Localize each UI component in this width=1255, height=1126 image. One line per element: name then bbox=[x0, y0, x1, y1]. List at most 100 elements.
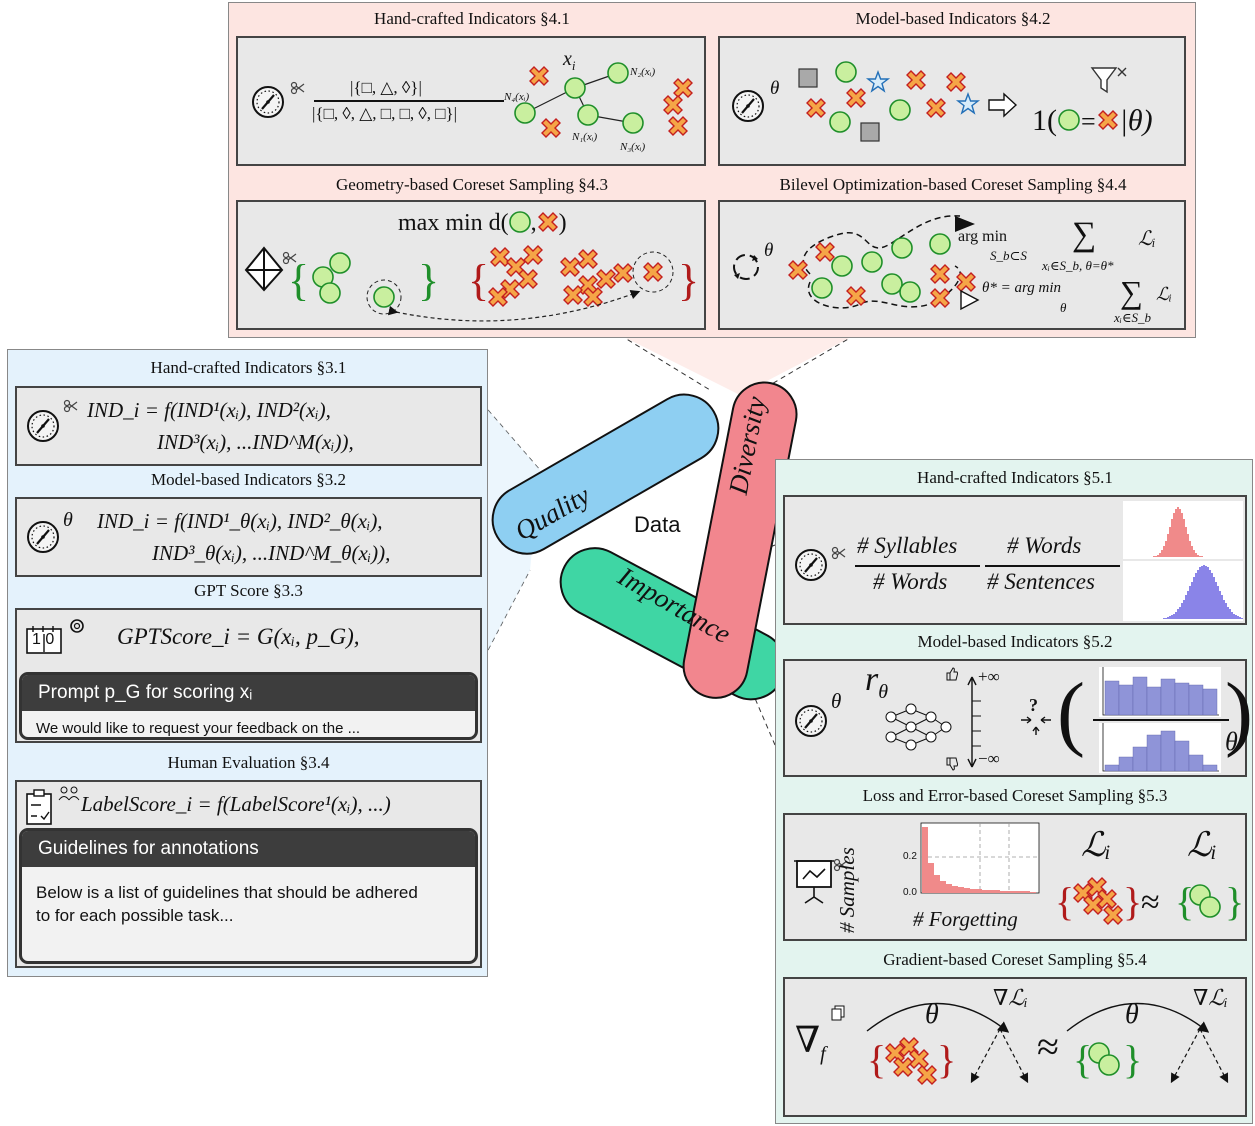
numerator-syllables: # Syllables bbox=[857, 533, 958, 558]
arrow-right-icon bbox=[988, 92, 1018, 118]
forgetting-bar bbox=[982, 890, 988, 893]
histogram-bar bbox=[1219, 591, 1221, 619]
histogram-bar bbox=[1202, 688, 1218, 716]
histogram-bar bbox=[1185, 595, 1187, 619]
grad-loss-2: ∇ℒᵢ bbox=[1193, 985, 1228, 1010]
histogram-bar bbox=[1160, 678, 1176, 716]
neural-network-icon bbox=[885, 703, 952, 751]
n1-label: N₁(xᵢ) bbox=[572, 131, 598, 143]
histogram-bar bbox=[1237, 616, 1239, 619]
prompt-title: Prompt p_G for scoring xᵢ bbox=[22, 675, 475, 711]
histogram-bar bbox=[1231, 612, 1233, 619]
x-axis-label: # Forgetting bbox=[913, 907, 1018, 931]
quality-panel: Hand-crafted Indicators §3.1 IND_i = f(I… bbox=[7, 349, 488, 977]
histogram-bar bbox=[1118, 756, 1134, 772]
forgetting-bar bbox=[940, 881, 946, 893]
compass-icon bbox=[26, 520, 60, 554]
histogram-bar bbox=[1181, 603, 1183, 619]
section-5-3-box: # Samples 0.2 0.0 # Forgetting ℒᵢ ℒᵢ { }… bbox=[783, 813, 1247, 941]
li-label-1: ℒᵢ bbox=[1138, 228, 1156, 250]
geometry-icon bbox=[244, 246, 297, 292]
histogram-bar bbox=[1201, 566, 1203, 619]
n2-label: N₂(xᵢ) bbox=[630, 66, 656, 78]
histogram-bar bbox=[1104, 680, 1120, 716]
histogram-bar bbox=[1233, 614, 1235, 619]
histogram-bar bbox=[1181, 513, 1183, 557]
gradient-arcs: { } { } bbox=[866, 1002, 1229, 1085]
forgetting-bar bbox=[952, 886, 958, 893]
histogram-bar bbox=[1132, 676, 1148, 716]
sum-symbol-1: ∑ bbox=[1072, 216, 1097, 253]
compass-icon bbox=[794, 704, 828, 738]
question-mark: ? bbox=[1029, 695, 1038, 715]
cycle-icon bbox=[733, 254, 759, 280]
histogram-bar bbox=[1207, 567, 1209, 619]
histogram-bar bbox=[1189, 586, 1191, 619]
histogram-bar bbox=[1215, 582, 1217, 619]
histogram-bar bbox=[1179, 509, 1181, 557]
filter-icon bbox=[1090, 67, 1127, 94]
histogram-bar bbox=[1132, 746, 1148, 772]
formula-line-2: IND³(xᵢ), ...IND^M(xᵢ)), bbox=[157, 430, 354, 454]
theta-label: θ bbox=[831, 689, 842, 713]
histogram-bar bbox=[1183, 600, 1185, 619]
forgetting-bar bbox=[1012, 891, 1018, 893]
section-4-2-box: θ 1(=|θ) bbox=[718, 36, 1186, 166]
guidelines-card: Guidelines for annotations Below is a li… bbox=[19, 828, 478, 964]
histogram-bar bbox=[1217, 586, 1219, 619]
section-title-4-3: Geometry-based Coreset Sampling §4.3 bbox=[336, 175, 608, 194]
svg-text:}: } bbox=[678, 256, 699, 305]
minus-infinity: −∞ bbox=[978, 749, 1000, 768]
theta-label: θ bbox=[764, 240, 774, 261]
n4-label: N₄(xᵢ) bbox=[504, 91, 530, 103]
fraction-numerator: |{□, △, ◊}| bbox=[350, 78, 422, 97]
histogram-bar bbox=[1213, 577, 1215, 619]
forgetting-chart bbox=[920, 822, 1040, 894]
section-title-4-2: Model-based Indicators §4.2 bbox=[855, 9, 1051, 28]
histogram-bar bbox=[1177, 507, 1179, 557]
svg-text:}: } bbox=[1123, 879, 1142, 924]
histogram-bar bbox=[1241, 618, 1243, 619]
theta-star-formula: θ* = arg min bbox=[982, 280, 1062, 296]
section-4-3-box: max min d(,) { } { } bbox=[236, 200, 706, 330]
histogram-bar bbox=[1189, 541, 1191, 557]
argmin-inner-sub: θ bbox=[1060, 300, 1067, 315]
xi-label: xi bbox=[563, 48, 576, 73]
svg-text:}: } bbox=[1225, 879, 1244, 924]
histogram-bar bbox=[1167, 534, 1169, 557]
scissors-icon bbox=[290, 81, 305, 95]
histogram-bar bbox=[1195, 573, 1197, 619]
histogram-bar bbox=[1195, 553, 1197, 557]
section-4-4-box: θ arg min S_b⊂S ∑ xᵢ∈S_b, θ=θ* ℒᵢ θ* bbox=[718, 200, 1186, 330]
histogram-bar bbox=[1223, 600, 1225, 619]
histogram-bar bbox=[1197, 570, 1199, 619]
histogram-bar bbox=[1146, 734, 1162, 772]
loss-label-1: ℒᵢ bbox=[1081, 827, 1111, 864]
histogram-bar bbox=[1169, 527, 1171, 557]
svg-text:}: } bbox=[1123, 1037, 1142, 1082]
embedding-scatter bbox=[798, 61, 979, 142]
tick-label-0-2: 0.2 bbox=[903, 851, 917, 862]
histogram-bar bbox=[1202, 764, 1218, 772]
histogram-bar bbox=[1191, 546, 1193, 557]
indicator-formula: 1(=|θ) bbox=[1032, 104, 1153, 137]
histogram-bar bbox=[1185, 527, 1187, 557]
histogram-blue bbox=[1123, 561, 1243, 621]
approx-symbol: ≈ bbox=[1141, 884, 1160, 921]
svg-text:{: { bbox=[1055, 879, 1074, 924]
compass-icon bbox=[731, 89, 765, 123]
section-title-5-1: Hand-crafted Indicators §5.1 bbox=[917, 468, 1113, 487]
histogram-bar bbox=[1104, 764, 1120, 772]
histogram-bar bbox=[1175, 509, 1177, 557]
presentation-icon bbox=[794, 858, 848, 904]
section-title-3-1: Hand-crafted Indicators §3.1 bbox=[150, 358, 347, 377]
loss-sets: { } ≈ { } bbox=[1055, 877, 1244, 925]
histogram-bar bbox=[1165, 618, 1167, 619]
svg-text:{: { bbox=[867, 1037, 886, 1082]
histogram-bar bbox=[1146, 686, 1162, 716]
histogram-bar bbox=[1193, 550, 1195, 557]
histogram-bar bbox=[1187, 591, 1189, 619]
forgetting-bar bbox=[946, 884, 952, 893]
forgetting-bar bbox=[922, 827, 928, 893]
section-title-4-1: Hand-crafted Indicators §4.1 bbox=[374, 9, 570, 28]
